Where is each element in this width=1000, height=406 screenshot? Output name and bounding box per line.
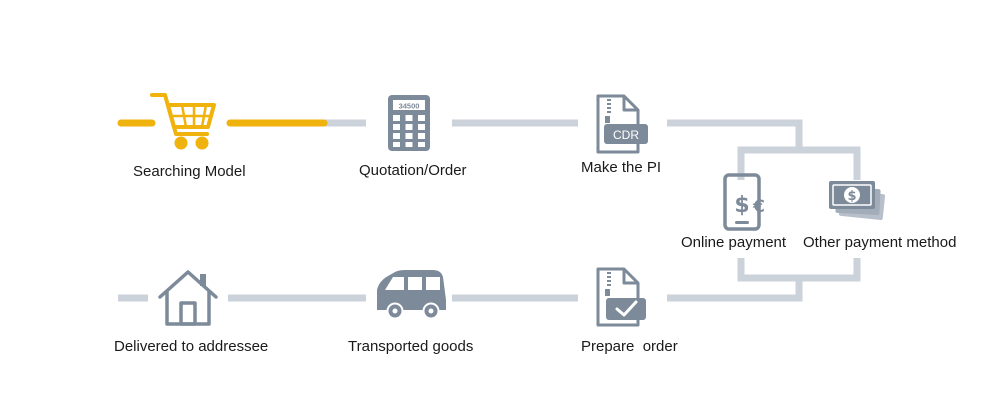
connector-pi-to-split [667,119,803,150]
connector-merge-bracket [737,258,861,282]
connector-merge-to-prepare [667,278,803,302]
step-label-transported-goods: Transported goods [348,338,474,355]
house-icon [158,270,218,326]
step-label-delivered: Delivered to addressee [114,338,269,355]
step-label-searching-model: Searching Model [133,163,246,180]
step-label-quotation-order: Quotation/Order [359,162,467,179]
step-label-prepare-order: Prepare order [581,338,678,355]
cdr-document-icon: CDR [596,94,648,154]
currency-glyphs: $ [734,193,749,218]
document-check-icon [596,267,646,327]
tablet-payment-icon: $ € [723,173,765,231]
currency-glyphs-euro: € [752,197,765,217]
shopping-cart-icon [150,93,216,150]
step-label-other-payment: Other payment method [803,234,957,251]
calculator-display-text: 34500 [399,102,420,111]
step-label-make-pi: Make the PI [581,159,662,176]
dollar-glyph: $ [847,189,856,204]
van-icon [377,270,446,320]
cash-stack-icon: $ [829,181,886,221]
connector-split-bracket [737,146,861,180]
calculator-icon: 34500 [388,95,430,151]
step-label-online-payment: Online payment [681,234,787,251]
connector-lines [118,119,861,302]
cdr-badge-text: CDR [613,128,639,142]
